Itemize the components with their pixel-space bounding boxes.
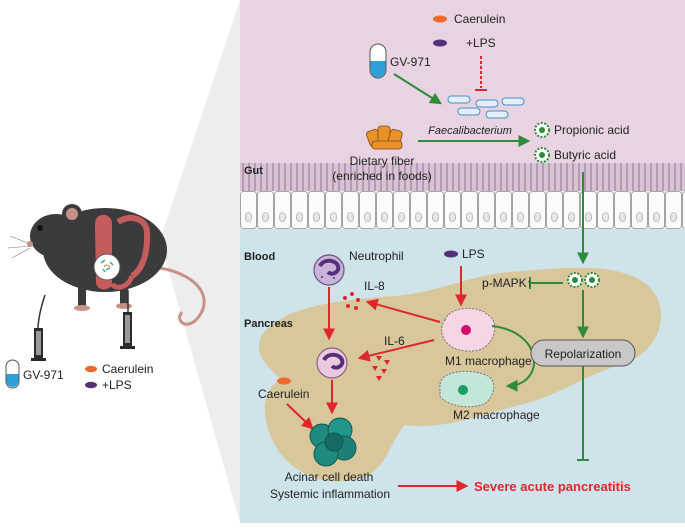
m2-macrophage-icon bbox=[439, 370, 495, 408]
zoom-connector bbox=[160, 0, 240, 523]
il6-label: IL-6 bbox=[384, 334, 405, 348]
m1-to-neutrophil-arrow bbox=[357, 339, 435, 362]
gut-region bbox=[240, 0, 685, 163]
repolarization-label: Repolarization bbox=[545, 347, 622, 361]
acinar-label: Acinar cell death bbox=[285, 470, 374, 484]
butyric-acid-icon bbox=[534, 147, 550, 163]
gut-section-label: Gut bbox=[244, 165, 263, 177]
m1-macrophage-icon bbox=[441, 307, 496, 352]
top-lps-dot-icon bbox=[433, 39, 447, 47]
blood-lps-label: LPS bbox=[462, 247, 485, 261]
scfa1-label: Propionic acid bbox=[554, 123, 629, 137]
neutrophil-label: Neutrophil bbox=[349, 249, 404, 263]
left-insult-line2: +LPS bbox=[102, 378, 132, 392]
left-drug-label: GV-971 bbox=[23, 368, 64, 382]
pancreas-caerulein-dot-icon bbox=[277, 377, 291, 385]
syringe-right-icon bbox=[120, 290, 135, 349]
drug-capsule-icon bbox=[5, 359, 20, 389]
pancreas-section-label: Pancreas bbox=[244, 318, 293, 330]
lps-dot-icon bbox=[85, 381, 97, 389]
m1-to-il8-arrow bbox=[365, 298, 441, 323]
il6-particles-icon bbox=[372, 356, 390, 381]
il8-particles-icon bbox=[343, 292, 360, 310]
blood-lps-dot-icon bbox=[444, 250, 458, 258]
fiber-line2: (enriched in foods) bbox=[332, 169, 431, 183]
syringe-left-icon bbox=[31, 294, 46, 361]
repolarization-box: Repolarization bbox=[530, 339, 636, 367]
fiber-line1: Dietary fiber bbox=[350, 154, 415, 168]
mouse-illustration bbox=[7, 204, 206, 361]
m1-label: M1 macrophage bbox=[445, 354, 532, 368]
pmapk-label: p-MAPK↑ bbox=[482, 276, 533, 290]
epithelium-villi bbox=[240, 163, 685, 191]
top-insult-line1: Caerulein bbox=[454, 12, 505, 26]
bacteria-label: Faecalibacterium bbox=[428, 125, 512, 137]
top-insult-line2: +LPS bbox=[466, 36, 496, 50]
propionic-acid-icon bbox=[534, 122, 550, 138]
blood-section-label: Blood bbox=[244, 251, 275, 263]
drug-to-bacteria-arrow bbox=[393, 73, 443, 105]
il8-label: IL-8 bbox=[364, 279, 385, 293]
neutrophil-cell-icon bbox=[313, 254, 345, 286]
left-legend: GV-971 Caerulein +LPS bbox=[5, 359, 153, 392]
scfa-blood-icon bbox=[567, 272, 600, 288]
activated-neutrophil-icon bbox=[316, 347, 348, 379]
caerulein-to-acinar-arrow bbox=[286, 403, 314, 430]
acinar-cells-icon bbox=[309, 417, 357, 467]
gut-drug-label: GV-971 bbox=[390, 55, 431, 69]
caerulein-dot-icon bbox=[85, 365, 97, 373]
pancreas-caerulein-label: Caerulein bbox=[258, 387, 309, 401]
m2-label: M2 macrophage bbox=[453, 408, 540, 422]
bacteria-cluster-icon bbox=[447, 95, 525, 119]
outcome-label: Severe acute pancreatitis bbox=[474, 479, 631, 494]
dietary-fiber-icon bbox=[366, 125, 403, 150]
gut-drug-capsule-icon bbox=[369, 43, 387, 79]
top-caerulein-dot-icon bbox=[433, 15, 447, 23]
left-insult-line1: Caerulein bbox=[102, 362, 153, 376]
epithelium-cells bbox=[240, 191, 685, 229]
scfa2-label: Butyric acid bbox=[554, 148, 616, 162]
systemic-label: Systemic inflammation bbox=[270, 487, 390, 501]
